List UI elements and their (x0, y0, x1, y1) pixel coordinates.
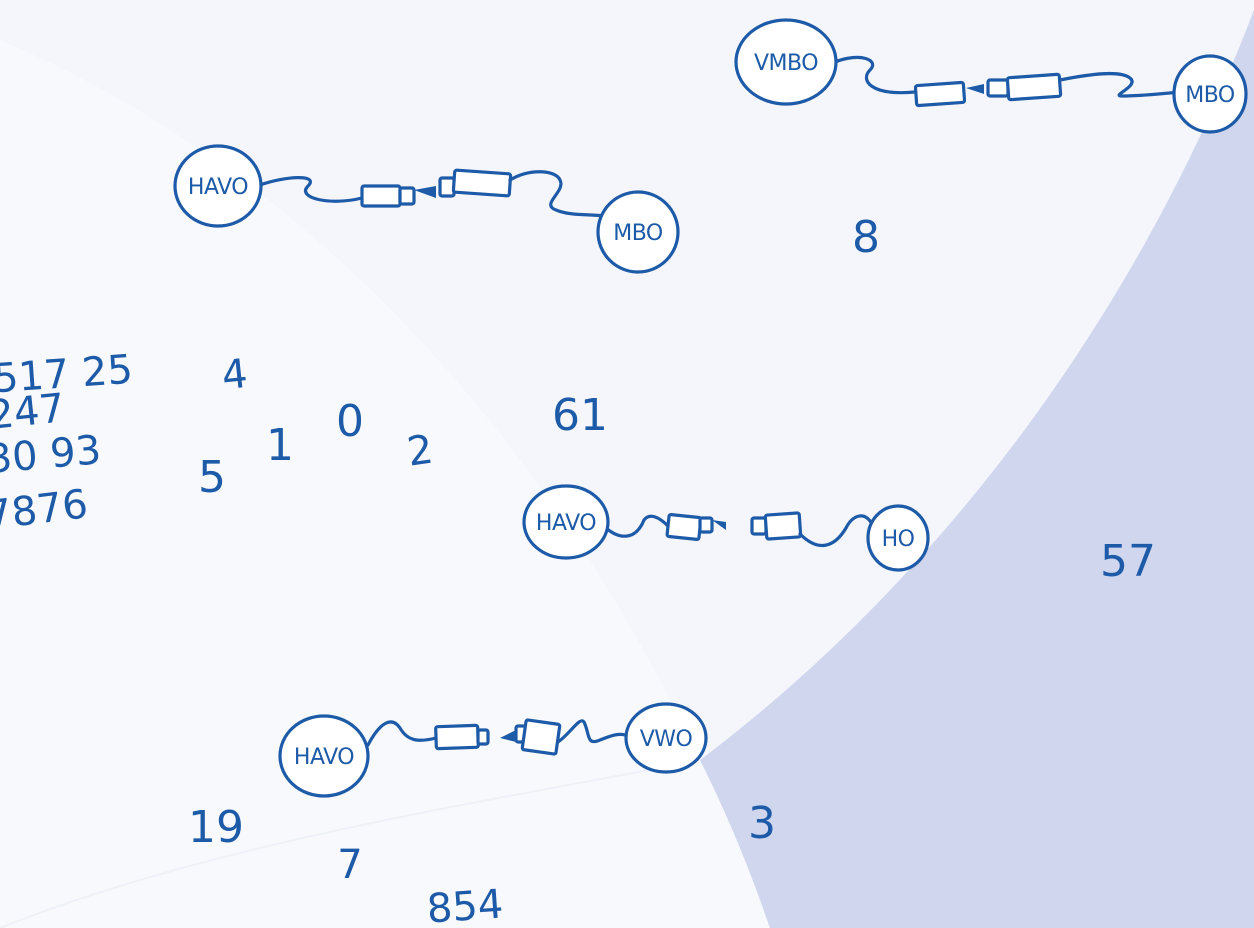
number-5: 5 (198, 452, 226, 503)
number-57: 57 (1100, 536, 1156, 587)
connection-havo-ho: HAVO HO (522, 484, 930, 572)
cable (1058, 71, 1182, 98)
node-havo-label: HAVO (536, 511, 596, 536)
node-mbo (596, 190, 680, 274)
node-ho-label: HO (882, 527, 915, 552)
plug-tip-left (414, 186, 436, 198)
plug-right (520, 718, 562, 756)
cluster-row-1: 517 25 (0, 347, 134, 403)
plug-right (451, 168, 513, 198)
cluster-row-3: 30 93 (0, 427, 103, 483)
plug-right (1005, 72, 1063, 102)
plug-collar-left (476, 728, 490, 746)
number-1: 1 (266, 420, 294, 471)
plug-collar-left (698, 516, 714, 534)
node-vmbo (734, 18, 838, 106)
number-8: 8 (852, 212, 880, 263)
node-ho (866, 504, 930, 572)
plug-collar-right (438, 176, 456, 198)
plug-left (360, 184, 402, 208)
node-havo (278, 714, 370, 798)
number-4: 4 (220, 351, 250, 399)
plug-right (763, 511, 803, 541)
background-dark-region (700, 10, 1254, 928)
plug-collar-left (398, 186, 416, 206)
plug-collar-right (986, 78, 1010, 98)
node-mbo-top-label: MBO (1185, 83, 1235, 108)
node-mbo-label: MBO (613, 221, 663, 246)
connection-havo-vwo: HAVO VWO (278, 702, 708, 798)
plug-left (665, 512, 703, 542)
connection-havo-mbo: HAVO MBO (173, 144, 680, 274)
plug-tip-left (712, 520, 726, 530)
cable (366, 720, 438, 747)
node-havo-label: HAVO (294, 745, 354, 770)
cable (258, 176, 364, 203)
cable (508, 170, 606, 218)
number-3: 3 (748, 798, 776, 849)
node-havo-label: HAVO (188, 175, 248, 200)
connection-vmbo-mbo: VMBO MBO (734, 18, 1248, 134)
number-7: 7 (337, 842, 362, 888)
plug-left (434, 723, 480, 751)
node-mbo-top (1172, 54, 1248, 134)
cable (604, 514, 670, 538)
plug-collar-right (750, 516, 768, 536)
node-havo (173, 144, 263, 228)
number-2: 2 (404, 427, 436, 476)
plug-tip-left (966, 84, 984, 94)
background-inner-region (0, 40, 770, 928)
background-curve (0, 759, 701, 928)
node-vmbo-label: VMBO (754, 51, 818, 76)
cluster-row-2: 247 (0, 385, 67, 439)
number-61: 61 (552, 390, 608, 441)
number-0: 0 (336, 396, 364, 447)
cable (798, 514, 874, 548)
cable (833, 55, 917, 95)
plug-tip-right (500, 730, 516, 742)
plug-left (913, 80, 967, 108)
node-vwo (624, 702, 708, 774)
node-havo (522, 484, 610, 560)
node-vwo-label: VWO (640, 727, 693, 752)
cable (556, 719, 630, 744)
number-854: 854 (425, 881, 504, 928)
number-19: 19 (188, 802, 244, 853)
